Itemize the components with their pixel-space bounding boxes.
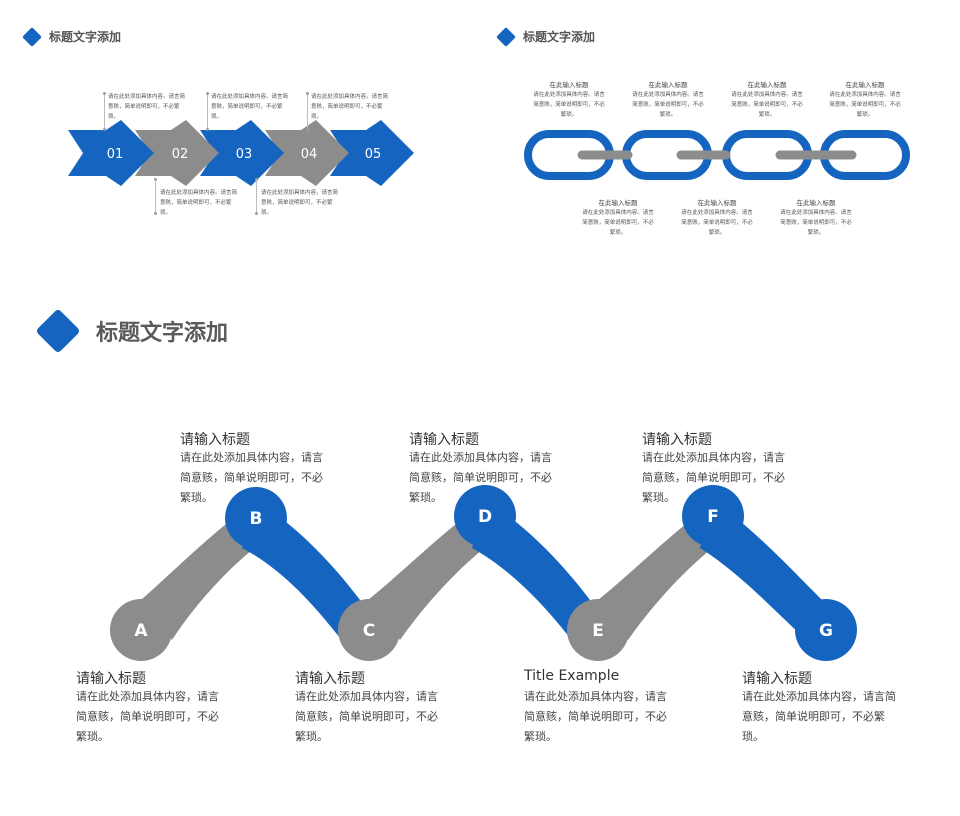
arrow-label-04: 04 xyxy=(301,147,318,162)
section-title-text: 标题文字添加 xyxy=(49,30,122,44)
chain-bottom-note-2: 在此输入标题 请在此处添加具体内容。请言简意赅，简单说明即可，不必繁琐。 xyxy=(681,198,753,238)
wave-bottom-body-2: 请在此处添加具体内容，请言简意赅，简单说明即可，不必繁琐。 xyxy=(295,690,438,743)
chain-bottom-note-1: 在此输入标题 请在此处添加具体内容。请言简意赅，简单说明即可，不必繁琐。 xyxy=(582,198,654,238)
wave-node-label-f: F xyxy=(707,507,719,527)
chain-note-body: 请在此处添加具体内容。请言简意赅，简单说明即可，不必繁琐。 xyxy=(780,210,852,236)
section-title-top-right: 标题文字添加 xyxy=(496,26,596,47)
arrow-02 xyxy=(135,120,219,186)
wave-node-label-d: D xyxy=(478,507,492,527)
chain-note-body: 请在此处添加具体内容。请言简意赅，简单说明即可，不必繁琐。 xyxy=(533,92,605,118)
note-dot xyxy=(255,178,258,181)
chain-note-title: 在此输入标题 xyxy=(796,199,836,207)
wave-node-label-b: B xyxy=(250,509,263,529)
section-title-bottom: 标题文字添加 xyxy=(35,308,229,354)
section-title-text: 标题文字添加 xyxy=(96,321,229,346)
chain-note-title: 在此输入标题 xyxy=(747,81,787,89)
wave-node-label-e: E xyxy=(592,621,604,641)
note-dot xyxy=(206,92,209,95)
wave-bottom-title-1: 请输入标题 xyxy=(76,671,146,687)
chain-note-body: 请在此处添加具体内容。请言简意赅，简单说明即可，不必繁琐。 xyxy=(681,210,753,236)
chain-diagram xyxy=(524,130,910,180)
arrow-note-1: 请在此处添加具体内容。请言简意赅，简单说明即可，不必繁琐。 xyxy=(108,94,186,120)
arrow-note-5: 请在此处添加具体内容。请言简意赅，简单说明即可，不必繁琐。 xyxy=(261,190,339,216)
arrow-01 xyxy=(68,120,154,186)
wave-node-a xyxy=(110,599,172,661)
note-dot xyxy=(306,92,309,95)
wave-node-f xyxy=(682,485,744,547)
section-title-top-left: 标题文字添加 xyxy=(22,26,122,47)
wave-node-g xyxy=(795,599,857,661)
chain-note-body: 请在此处添加具体内容。请言简意赅，简单说明即可，不必繁琐。 xyxy=(829,92,901,118)
note-dot xyxy=(154,212,157,215)
arrow-label-05: 05 xyxy=(365,147,382,162)
wave-node-label-c: C xyxy=(363,621,375,641)
note-dot xyxy=(306,128,309,131)
note-dot xyxy=(255,212,258,215)
note-dot xyxy=(103,92,106,95)
wave-top-body-3: 请在此处添加具体内容，请言简意赅，简单说明即可，不必繁琐。 xyxy=(642,451,785,504)
wave-top-title-3: 请输入标题 xyxy=(642,432,712,448)
arrow-label-03: 03 xyxy=(236,147,253,162)
wave-node-label-a: A xyxy=(134,621,148,641)
chain-top-note-3: 在此输入标题 请在此处添加具体内容。请言简意赅，简单说明即可，不必繁琐。 xyxy=(731,80,803,120)
wave-bottom-body-1: 请在此处添加具体内容，请言简意赅，简单说明即可，不必繁琐。 xyxy=(76,690,219,743)
wave-node-b xyxy=(225,487,287,549)
wave-top-body-2: 请在此处添加具体内容，请言简意赅，简单说明即可，不必繁琐。 xyxy=(409,451,552,504)
chain-note-title: 在此输入标题 xyxy=(549,81,589,89)
wave-top-body-1: 请在此处添加具体内容，请言简意赅，简单说明即可，不必繁琐。 xyxy=(180,451,323,504)
wave-node-e xyxy=(567,599,629,661)
wave-bottom-title-3: Title Example xyxy=(524,668,620,684)
chain-top-note-4: 在此输入标题 请在此处添加具体内容。请言简意赅，简单说明即可，不必繁琐。 xyxy=(829,80,901,120)
note-dot xyxy=(103,128,106,131)
chain-note-title: 在此输入标题 xyxy=(697,199,737,207)
note-connector xyxy=(256,180,257,214)
arrow-note-4: 请在此处添加具体内容。请言简意赅，简单说明即可，不必繁琐。 xyxy=(160,190,238,216)
chain-top-note-2: 在此输入标题 请在此处添加具体内容。请言简意赅，简单说明即可，不必繁琐。 xyxy=(632,80,704,120)
wave-top-title-2: 请输入标题 xyxy=(409,432,479,448)
arrow-label-02: 02 xyxy=(172,147,189,162)
chain-note-body: 请在此处添加具体内容。请言简意赅，简单说明即可，不必繁琐。 xyxy=(582,210,654,236)
note-connector xyxy=(104,95,105,130)
arrow-process-diagram: 01 02 03 04 05 xyxy=(68,120,414,186)
wave-node-label-g: G xyxy=(819,621,833,641)
note-connector xyxy=(307,95,308,130)
note-connector xyxy=(207,95,208,130)
chain-note-body: 请在此处添加具体内容。请言简意赅，简单说明即可，不必繁琐。 xyxy=(731,92,803,118)
chain-bottom-note-3: 在此输入标题 请在此处添加具体内容。请言简意赅，简单说明即可，不必繁琐。 xyxy=(780,198,852,238)
wave-bottom-title-2: 请输入标题 xyxy=(295,671,365,687)
arrow-04 xyxy=(265,120,349,186)
wave-top-title-1: 请输入标题 xyxy=(180,432,250,448)
arrow-note-3: 请在此处添加具体内容。请言简意赅，简单说明即可，不必繁琐。 xyxy=(311,94,389,120)
chain-top-note-1: 在此输入标题 请在此处添加具体内容。请言简意赅，简单说明即可，不必繁琐。 xyxy=(533,80,605,120)
note-dot xyxy=(154,178,157,181)
chain-note-title: 在此输入标题 xyxy=(845,81,885,89)
chain-note-body: 请在此处添加具体内容。请言简意赅，简单说明即可，不必繁琐。 xyxy=(632,92,704,118)
arrow-label-01: 01 xyxy=(107,147,124,162)
note-dot xyxy=(206,128,209,131)
chain-note-title: 在此输入标题 xyxy=(648,81,688,89)
section-title-text: 标题文字添加 xyxy=(523,30,596,44)
arrow-03 xyxy=(200,120,284,186)
note-connector xyxy=(155,180,156,214)
wave-bottom-title-4: 请输入标题 xyxy=(742,671,812,687)
chain-note-title: 在此输入标题 xyxy=(598,199,638,207)
wave-connectors xyxy=(141,500,822,640)
wave-node-c xyxy=(338,599,400,661)
wave-bottom-body-4: 请在此处添加具体内容，请言简意赅，简单说明即可，不必繁琐。 xyxy=(742,690,896,743)
wave-bottom-body-3: 请在此处添加具体内容，请言简意赅，简单说明即可，不必繁琐。 xyxy=(524,690,667,743)
arrow-05 xyxy=(330,120,414,186)
wave-node-d xyxy=(454,485,516,547)
arrow-note-2: 请在此处添加具体内容。请言简意赅，简单说明即可，不必繁琐。 xyxy=(211,94,289,120)
